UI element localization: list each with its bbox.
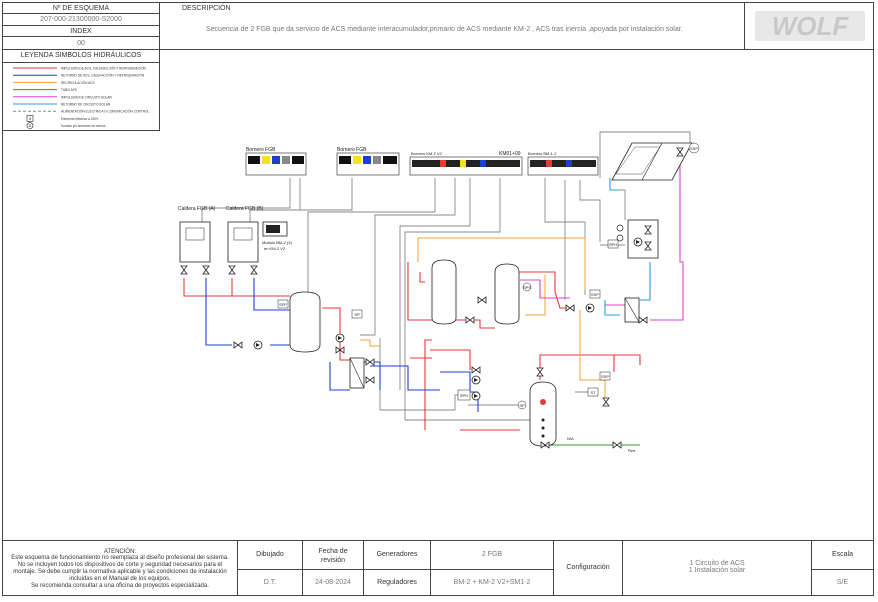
regulators-label: Reguladores (377, 579, 417, 586)
description-label: DESCRIPCIÓN (182, 5, 231, 12)
legend-label: IMPULSIÓN DE CIRCUITO SOLAR (61, 94, 112, 99)
terminal-strips (245, 152, 599, 176)
heat-exchangers (349, 297, 640, 389)
legend-label: RECIRCULACIÓN ACS (61, 80, 95, 85)
label-km: KM01+09 (499, 151, 521, 157)
recirculation-lines (360, 237, 606, 400)
logo-plate (755, 11, 865, 41)
warning-tail: Se recomienda consultar a una oficina de… (31, 583, 209, 589)
config-value-cell: 1 Circuito de ACS 1 Instalación solar (622, 540, 812, 596)
logo-text: WOLF (772, 11, 850, 41)
regulators-value-cell: BM-2 + KM-2 V2+SM1-2 (430, 569, 554, 596)
legend-label: ALIMENTACIÓN ELÉCTRICA O COMUNICACIÓN CO… (61, 109, 150, 114)
scale-label: Escala (831, 551, 853, 558)
tag-ssp3: SSP (601, 374, 609, 379)
tag-ssp: SSP (591, 292, 599, 297)
revision-label-cell: Fecha de revisión (302, 540, 364, 570)
storage-tanks (289, 259, 557, 447)
config-value-2: 1 Instalación solar (688, 567, 746, 574)
generators-label-cell: Generadores (363, 540, 431, 570)
wolf-logo: WOLF (755, 11, 865, 41)
generators-value-cell: 2 FGB (430, 540, 554, 570)
boilers (179, 221, 288, 263)
label-red: Red (628, 448, 635, 453)
generators-value: 2 FGB (481, 551, 503, 558)
label-bornero-km: Bornero KM-2 V2 (411, 151, 443, 156)
index-value: 00 (77, 40, 85, 47)
tag-sph2: SPH (609, 242, 617, 247)
description-cell: DESCRIPCIÓN Secuencia de 2 FGB que da se… (159, 2, 745, 50)
revision-value: 24-08-2024 (315, 579, 351, 586)
legend-symbol (26, 115, 34, 122)
drawn-label-cell: Dibujado (237, 540, 303, 570)
label-bornero2: Bornero FGB (337, 147, 367, 153)
label-bornero-bm: Bornero BM-1-2 (528, 151, 557, 156)
config-value-1: 1 Circuito de ACS (689, 560, 745, 567)
legend-label: Elemento eléctrico a 230V (61, 117, 99, 121)
label-module: Módulo BM-2 (3) (262, 240, 292, 245)
label-boiler-b: Caldera FGB (B) (226, 206, 264, 212)
config-label: Configuración (566, 564, 610, 571)
legend-label: Sondas y/o sensores en sensor (61, 124, 107, 128)
config-label-cell: Configuración (553, 540, 623, 596)
legend-title: LEYENDA SIMBOLOS HIDRÁULICOS (3, 50, 159, 63)
tag-sfp: SFP (279, 302, 287, 307)
regulators-label-cell: Reguladores (363, 569, 431, 596)
legend-label: IMPULSIÓN DE ACS, CALEFACCIÓN Y REFRIGER… (61, 66, 146, 71)
revision-value-cell: 24-08-2024 (302, 569, 364, 596)
hydraulic-diagram: SFP SP SPH SPS SSP SPH SSP ST SP SSP Bor… (178, 131, 700, 453)
legend-box: LEYENDA SIMBOLOS HIDRÁULICOS IMPULSIÓN D… (2, 49, 160, 131)
generators-label: Generadores (376, 551, 418, 558)
drawn-value-cell: D.T. (237, 569, 303, 596)
label-boiler-a: Caldera FGB (A) (178, 206, 216, 212)
scheme-number: 207-000-21300000-S2000 (40, 16, 122, 23)
logo-cell: WOLF (744, 2, 874, 50)
tag-st: ST (590, 390, 596, 395)
warning-title: ATENCIÓN: (103, 549, 137, 555)
revision-label: Fecha de revisión (318, 548, 348, 564)
scale-value: S/E (836, 579, 849, 586)
label-module2: en KM-2 V2 (264, 246, 286, 251)
solar-supply-lines (520, 160, 684, 321)
regulators-value: BM-2 + KM-2 V2+SM1-2 (453, 579, 531, 586)
return-lines (205, 278, 479, 412)
sensor-tags: SFP SP SPH SPS SSP SPH SSP ST SP SSP (277, 142, 700, 410)
legend-label: TUBO AFS (61, 88, 77, 92)
legend-symbol-letter: S (29, 123, 32, 128)
legend-symbol (26, 122, 34, 129)
solar-return-lines (604, 178, 651, 316)
supply-lines (183, 262, 641, 431)
control-wiring (201, 131, 691, 421)
tag-sps: SPS (523, 285, 531, 290)
diagram-labels: Bornero FGB Bornero FGB Bornero KM-2 V2 … (178, 147, 635, 453)
description-text: Secuencia de 2 FGB que da servicio de AC… (206, 26, 683, 33)
drawn-label: Dibujado (256, 551, 284, 558)
tag-sph: SPH (460, 393, 468, 398)
tag-ssp2: SSP (690, 146, 698, 151)
label-bornero1: Bornero FGB (246, 147, 276, 153)
index-label: INDEX (70, 28, 92, 35)
drawn-value: D.T. (263, 579, 277, 586)
label-nia: N/A (567, 436, 574, 441)
warning-text: Este esquema de funcionamiento no reempl… (11, 555, 229, 582)
scale-label-cell: Escala (811, 540, 874, 570)
index-value-cell: 00 (2, 36, 160, 50)
legend-label: RETORNO DE CIRCUITO SOLAR (61, 103, 111, 107)
tag-sp: SP (354, 312, 360, 317)
tag-sp2: SP (519, 403, 525, 408)
legend-label: RETORNO DE ACS, CALEFACCIÓN Y REFRIGERAC… (61, 73, 145, 78)
scheme-label: Nº DE ESQUEMA (52, 5, 110, 12)
legend-symbol-letter: X (29, 116, 32, 121)
warning-cell: ATENCIÓN: Este esquema de funcionamiento… (2, 540, 238, 596)
solar-station (616, 219, 659, 259)
solar-collectors (611, 142, 693, 181)
legend-symbols: IMPULSIÓN DE ACS, CALEFACCIÓN Y REFRIGER… (13, 66, 150, 129)
scale-value-cell: S/E (811, 569, 874, 596)
